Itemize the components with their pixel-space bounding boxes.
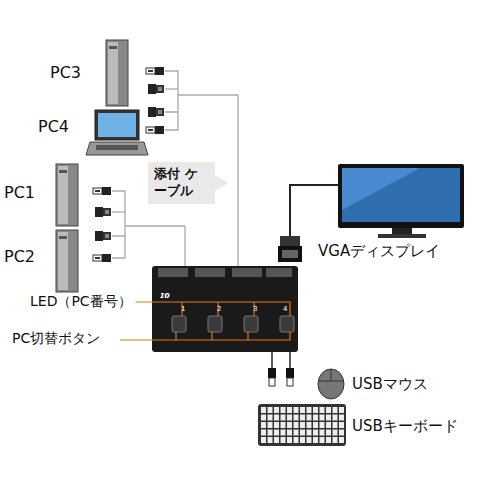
- cable-callout: 添付 ケーブル: [148, 162, 215, 204]
- usb-mouse: [318, 369, 344, 399]
- usb-cables: [268, 352, 294, 386]
- pc-label: PC2: [4, 248, 35, 266]
- button-label: PC切替ボタン: [12, 331, 100, 346]
- led-label: LED（PC番号）: [30, 294, 132, 309]
- display-label: VGAディスプレイ: [318, 243, 440, 260]
- callout-text: 添付 ケーブル: [154, 166, 209, 200]
- pc4-laptop: [86, 110, 148, 155]
- pc-label: PC4: [38, 118, 69, 136]
- vga-plug: [278, 236, 302, 262]
- keyboard-label: USBキーボード: [352, 418, 458, 435]
- led-number: 1: [181, 306, 185, 314]
- led-number: 2: [217, 306, 221, 314]
- mouse-label: USBマウス: [352, 376, 428, 393]
- pc3-tower: [106, 40, 128, 106]
- led-number: 3: [253, 306, 257, 314]
- pc2-tower: [56, 230, 78, 292]
- vga-monitor: [338, 164, 464, 238]
- led-number: 4: [283, 306, 287, 314]
- callout-pointer: [215, 175, 229, 191]
- pc1-tower: [56, 164, 78, 226]
- kvm-switch: ɪᴏ: [120, 266, 298, 352]
- usb-keyboard: [258, 404, 346, 446]
- pc-label: PC3: [50, 64, 81, 82]
- svg-text:ɪᴏ: ɪᴏ: [160, 291, 170, 300]
- pc-label: PC1: [4, 184, 35, 202]
